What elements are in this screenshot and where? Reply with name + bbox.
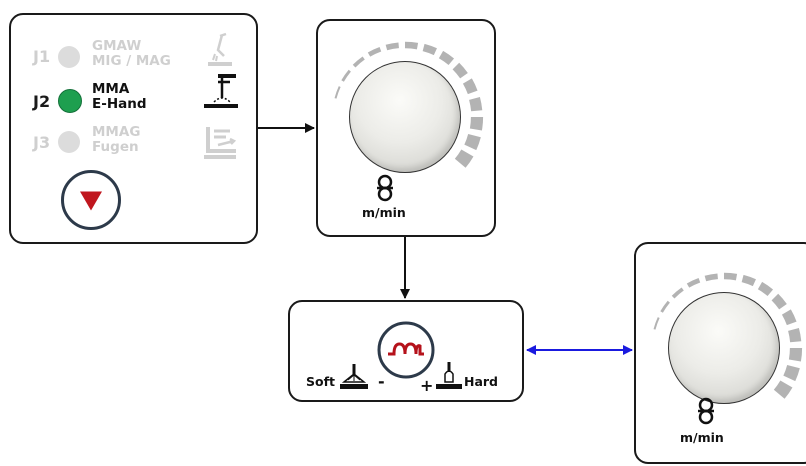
job-mode-j3: MMAG Fugen (92, 125, 140, 155)
knob-scale-segment (686, 278, 701, 288)
knob-scale-segment (660, 300, 670, 313)
knob-scale-segment (469, 96, 483, 112)
job-label-j1: J1 (33, 47, 51, 66)
wire-feed-knob-top[interactable] (349, 61, 461, 173)
knob-scale-segment (469, 116, 484, 131)
wire-feed-knob-right[interactable] (668, 292, 780, 404)
job-led-j3 (58, 131, 80, 153)
job-label-j3: J3 (33, 133, 51, 152)
knob-scale-segment (788, 347, 803, 362)
knob-scale-segment (454, 149, 474, 168)
inductance-icon[interactable] (376, 320, 436, 380)
unit-label-right: m/min (680, 430, 724, 445)
knob-scale-segment (462, 78, 478, 95)
unit-label-top: m/min (362, 205, 406, 220)
knob-scale-right (653, 272, 803, 399)
job-led-j2[interactable] (58, 89, 82, 113)
plus-sign: + (420, 376, 434, 395)
job-mode-j3-line2: Fugen (92, 139, 139, 155)
job-mode-j2-line1: MMA (92, 81, 130, 97)
knob-scale-segment (422, 43, 437, 56)
job-down-button[interactable] (61, 170, 121, 230)
knob-scale-segment (334, 86, 341, 99)
knob-scale-segment (653, 317, 660, 330)
knob-scale-segment (464, 133, 481, 151)
knob-scale-segment (741, 274, 756, 287)
mig-torch-icon (208, 32, 232, 66)
minus-sign: - (378, 372, 385, 391)
knob-scale-segment (341, 69, 351, 82)
job-mode-j1: GMAW MIG / MAG (92, 39, 171, 69)
hard-arc-icon (436, 362, 462, 389)
job-mode-j3-line1: MMAG (92, 124, 141, 140)
knob-scale-segment (352, 56, 365, 68)
knob-scale-segment (367, 47, 382, 57)
wire-feed-icon (698, 397, 714, 425)
job-mode-j1-line1: GMAW (92, 38, 142, 54)
wire-feed-icon (377, 174, 393, 202)
soft-label: Soft (306, 374, 336, 389)
soft-arc-icon (340, 364, 368, 389)
job-label-j2: J2 (33, 92, 51, 111)
knob-scale-segment (404, 41, 419, 50)
wire-feed-knob-panel-right: m/min (634, 242, 806, 464)
knob-scale-segment (438, 50, 455, 66)
job-led-j1 (58, 46, 80, 68)
knob-scale-segment (788, 327, 802, 343)
job-mode-j2: MMA E-Hand (92, 82, 147, 112)
knob-scale-segment (771, 293, 787, 310)
arc-dynamics-panel: Soft - + Hard (288, 300, 524, 402)
knob-scale-segment (757, 281, 774, 297)
knob-scale-segment (452, 62, 468, 79)
wire-feed-knob-panel-top: m/min (316, 19, 496, 237)
gouging-icon (204, 127, 237, 159)
connector-arrows (258, 123, 633, 355)
knob-scale-segment (781, 309, 797, 326)
knob-scale-segment (723, 272, 738, 281)
knob-scale-top (334, 41, 484, 168)
job-mode-j2-line2: E-Hand (92, 96, 147, 112)
knob-scale-segment (704, 273, 719, 282)
knob-scale-segment (783, 364, 800, 382)
hard-label: Hard (464, 374, 499, 389)
knob-scale-segment (773, 380, 793, 399)
job-mode-j1-line2: MIG / MAG (92, 53, 171, 69)
job-selection-panel: J1 GMAW MIG / MAG J2 MMA E-Hand J3 MMAG … (9, 13, 258, 244)
mma-electrode-icon (204, 74, 238, 108)
knob-scale-segment (671, 287, 684, 299)
knob-scale-segment (385, 42, 400, 51)
